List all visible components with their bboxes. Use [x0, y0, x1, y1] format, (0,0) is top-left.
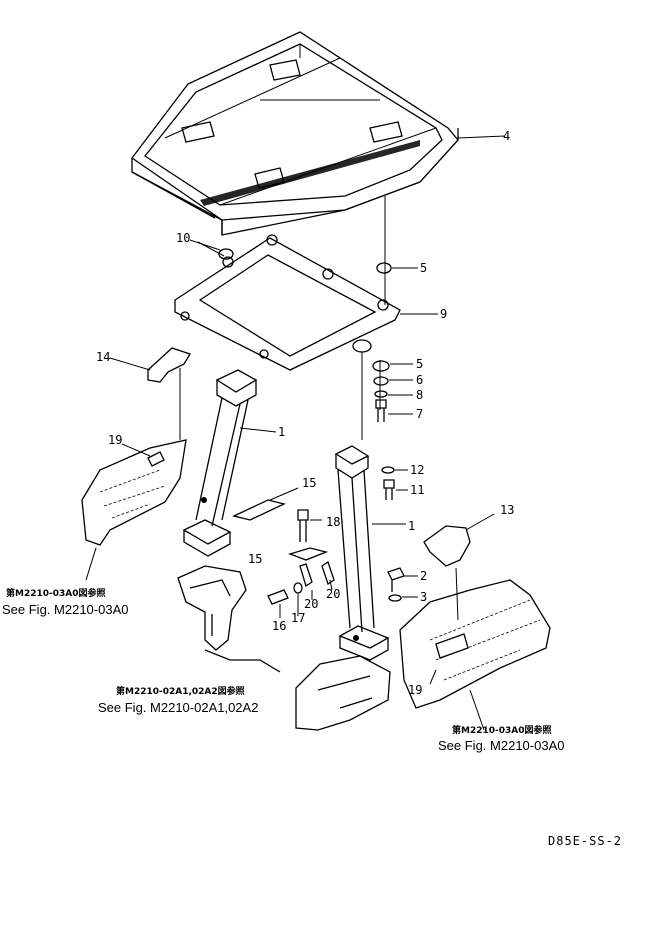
left-ref-jp: 第M2210-03A0図参照: [6, 587, 106, 599]
callout-1-right: 1: [408, 519, 415, 533]
hardware-stack: [189, 239, 418, 422]
figure-references: 第M2210-03A0図参照 See Fig. M2210-03A0 第M221…: [2, 587, 564, 753]
canopy-roof: [131, 31, 506, 236]
right-ref-en: See Fig. M2210-03A0: [438, 738, 564, 753]
center-ref-jp: 第M2210-02A1,02A2図参照: [116, 685, 245, 697]
callout-6: 6: [416, 373, 423, 387]
callout-1-left: 1: [278, 425, 285, 439]
callouts: 4 10 5 9 14 5 6 8 7 1 19 12 15 11 13 18 …: [96, 129, 514, 697]
right-side-panel: [399, 579, 551, 731]
strip-15: [232, 487, 299, 521]
callout-20-left: 20: [304, 597, 318, 611]
right-post: [334, 445, 406, 661]
callout-3: 3: [420, 590, 427, 604]
callout-18: 18: [326, 515, 340, 529]
callout-7: 7: [416, 407, 423, 421]
bolt-washer-11-12: [381, 466, 408, 500]
callout-8: 8: [416, 388, 423, 402]
callout-11: 11: [410, 483, 424, 497]
callout-15-upper: 15: [302, 476, 316, 490]
callout-12: 12: [410, 463, 424, 477]
assembly-lines: [179, 196, 386, 440]
bolt-washer-2-3: [387, 567, 418, 602]
left-ref-en: See Fig. M2210-03A0: [2, 602, 128, 617]
lower-bracket-assembly: [177, 565, 391, 731]
drawing-code: D85E-SS-2: [548, 834, 622, 848]
mounting-frame: [174, 234, 438, 371]
callout-19-right: 19: [408, 683, 422, 697]
center-ref-en: See Fig. M2210-02A1,02A2: [98, 700, 258, 715]
callout-13: 13: [500, 503, 514, 517]
callout-20-right: 20: [326, 587, 340, 601]
callout-16: 16: [272, 619, 286, 633]
left-side-panel: [81, 439, 187, 581]
callout-15-lower: 15: [248, 552, 262, 566]
bracket-14: [109, 347, 191, 383]
callout-4: 4: [503, 129, 510, 143]
callout-5-upper: 5: [420, 261, 427, 275]
callout-14: 14: [96, 350, 110, 364]
bracket-13: [423, 513, 495, 621]
right-ref-jp: 第M2210-03A0図参照: [452, 724, 552, 736]
callout-19-left: 19: [108, 433, 122, 447]
callout-2: 2: [420, 569, 427, 583]
callout-17: 17: [291, 611, 305, 625]
callout-9: 9: [440, 307, 447, 321]
callout-10: 10: [176, 231, 190, 245]
left-post: [182, 369, 277, 557]
callout-5-lower: 5: [416, 357, 423, 371]
bolts-group: [267, 509, 335, 618]
